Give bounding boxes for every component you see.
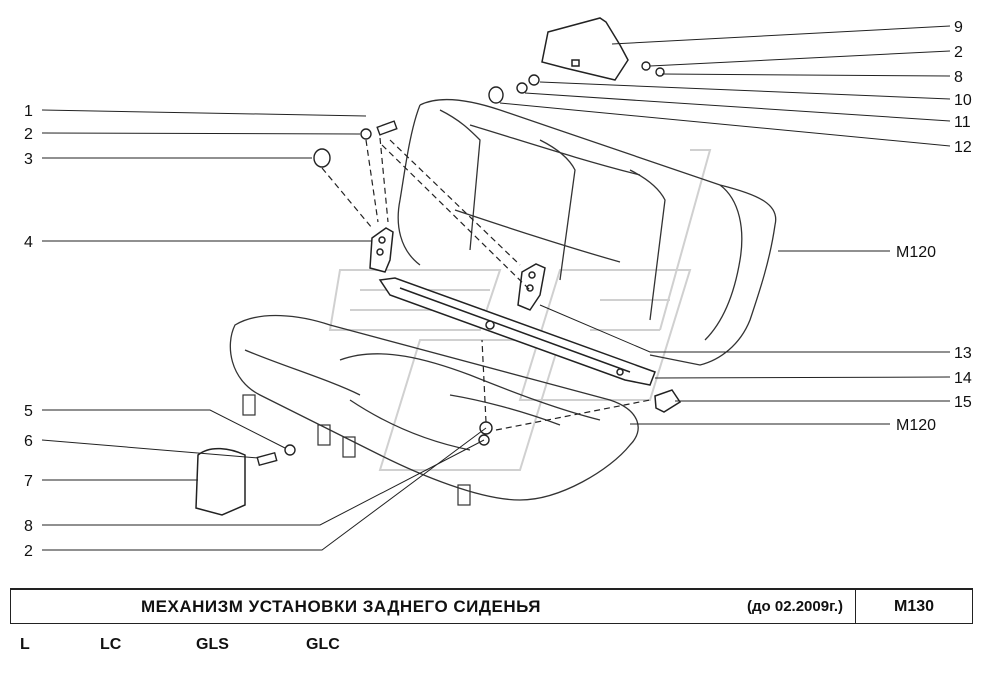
callout-3: 3 (24, 151, 33, 168)
callout-5: 5 (24, 403, 33, 420)
callout-1: 1 (24, 103, 33, 120)
leader-lines (41, 25, 951, 551)
variant-gls: GLS (196, 636, 229, 653)
title-block: МЕХАНИЗМ УСТАНОВКИ ЗАДНЕГО СИДЕНЬЯ (до 0… (10, 588, 973, 624)
assembly-paths (321, 137, 651, 431)
hinge-bracket-left (369, 227, 394, 273)
callout-10: 10 (954, 92, 972, 109)
callout-11: 11 (954, 114, 971, 131)
date-note: (до 02.2009г.) (747, 598, 843, 615)
callout-12: 12 (954, 139, 972, 156)
variant-l: L (20, 636, 30, 653)
title-cell: МЕХАНИЗМ УСТАНОВКИ ЗАДНЕГО СИДЕНЬЯ (до 0… (11, 590, 856, 623)
section-code: M130 (893, 597, 935, 615)
diagram-title: МЕХАНИЗМ УСТАНОВКИ ЗАДНЕГО СИДЕНЬЯ (141, 596, 541, 616)
callout-2-lower: 2 (24, 543, 33, 560)
callouts-right: 9 2 8 10 11 12 M120 13 14 15 M120 (896, 19, 972, 434)
variant-glc: GLC (306, 636, 340, 653)
seat-back (397, 98, 777, 366)
callout-m120-lower: M120 (896, 417, 936, 434)
exploded-parts-diagram: 1 2 3 4 5 6 7 8 2 9 2 8 10 11 12 M120 13… (24, 17, 972, 560)
callout-13: 13 (954, 345, 972, 362)
callout-6: 6 (24, 433, 33, 450)
hinge-bracket-right (517, 263, 546, 311)
mounting-bar (378, 277, 656, 386)
callout-9: 9 (954, 19, 963, 36)
variant-list: L LC GLS GLC (20, 636, 620, 660)
callout-8-upper: 8 (954, 69, 963, 86)
callout-m120-upper: M120 (896, 244, 936, 261)
cover-plate (541, 17, 629, 81)
trim-cover (195, 447, 246, 516)
seat-cushion (229, 314, 639, 501)
callout-14: 14 (954, 370, 972, 387)
callout-2: 2 (24, 126, 33, 143)
cushion-brackets (242, 394, 471, 506)
callouts-left: 1 2 3 4 5 6 7 8 2 (24, 103, 33, 560)
variant-lc: LC (100, 636, 122, 653)
callout-8: 8 (24, 518, 33, 535)
callout-15: 15 (954, 394, 972, 411)
callout-7: 7 (24, 473, 33, 490)
callout-2-upper: 2 (954, 44, 963, 61)
clip-part (654, 389, 682, 413)
callout-4: 4 (24, 234, 33, 251)
